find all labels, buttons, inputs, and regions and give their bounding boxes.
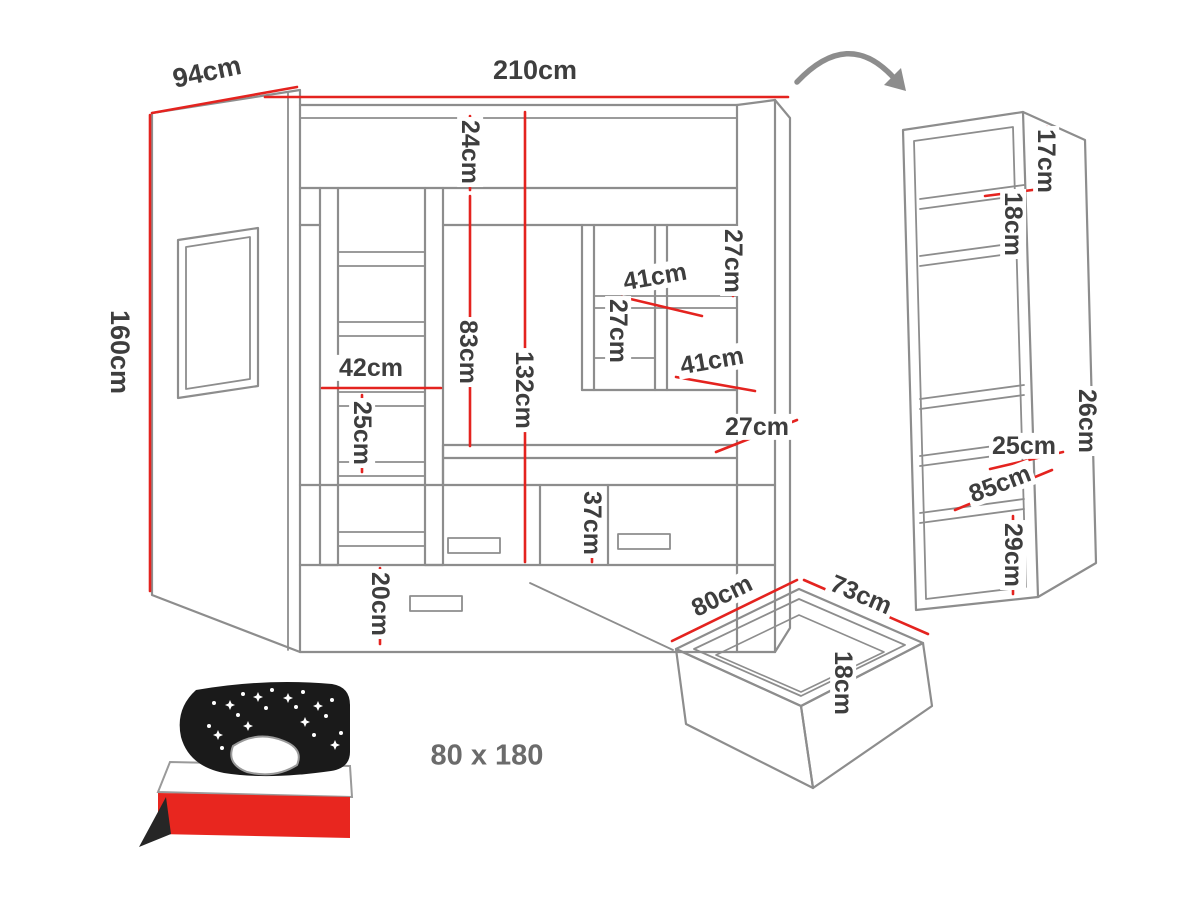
dim-base-height: 20cm	[366, 569, 394, 639]
dim-bunk-clearance: 83cm	[454, 317, 482, 387]
pillow-shape	[230, 735, 300, 776]
dim-drawer-height: 18cm	[829, 648, 857, 718]
bed-icon	[139, 682, 354, 847]
dim-upper-shelf-height: 27cm	[719, 226, 747, 296]
rotation-arrow-icon	[794, 51, 906, 91]
dim-drawer-front-height: 37cm	[578, 488, 606, 558]
dim-cabinet-shelf-space: 25cm	[989, 433, 1059, 459]
dim-shelf-depth: 27cm	[722, 414, 792, 440]
blanket-shape	[179, 682, 350, 777]
dim-upper-bunk-height: 132cm	[510, 348, 538, 432]
dim-ladder-width: 42cm	[336, 355, 406, 381]
dim-cabinet-side-depth: 26cm	[1073, 386, 1101, 456]
dim-cabinet-upper-shelf-space: 18cm	[999, 189, 1027, 259]
dim-cabinet-bottom-shelf-space: 29cm	[999, 520, 1027, 590]
drawer-drawing	[674, 587, 934, 790]
dim-side-height: 160cm	[105, 306, 135, 398]
mattress-front	[158, 793, 350, 838]
star-sparkles	[207, 688, 343, 750]
dim-top-width: 210cm	[489, 55, 581, 84]
dim-ladder-step-spacing: 25cm	[348, 398, 376, 468]
dim-cabinet-top-gap: 17cm	[1032, 126, 1060, 196]
product-size-label: 80 x 180	[430, 739, 544, 772]
dim-guard-rail-height: 24cm	[456, 117, 484, 187]
dim-middle-shelf-height: 27cm	[604, 296, 632, 366]
corner-arrow-icon	[139, 797, 171, 847]
